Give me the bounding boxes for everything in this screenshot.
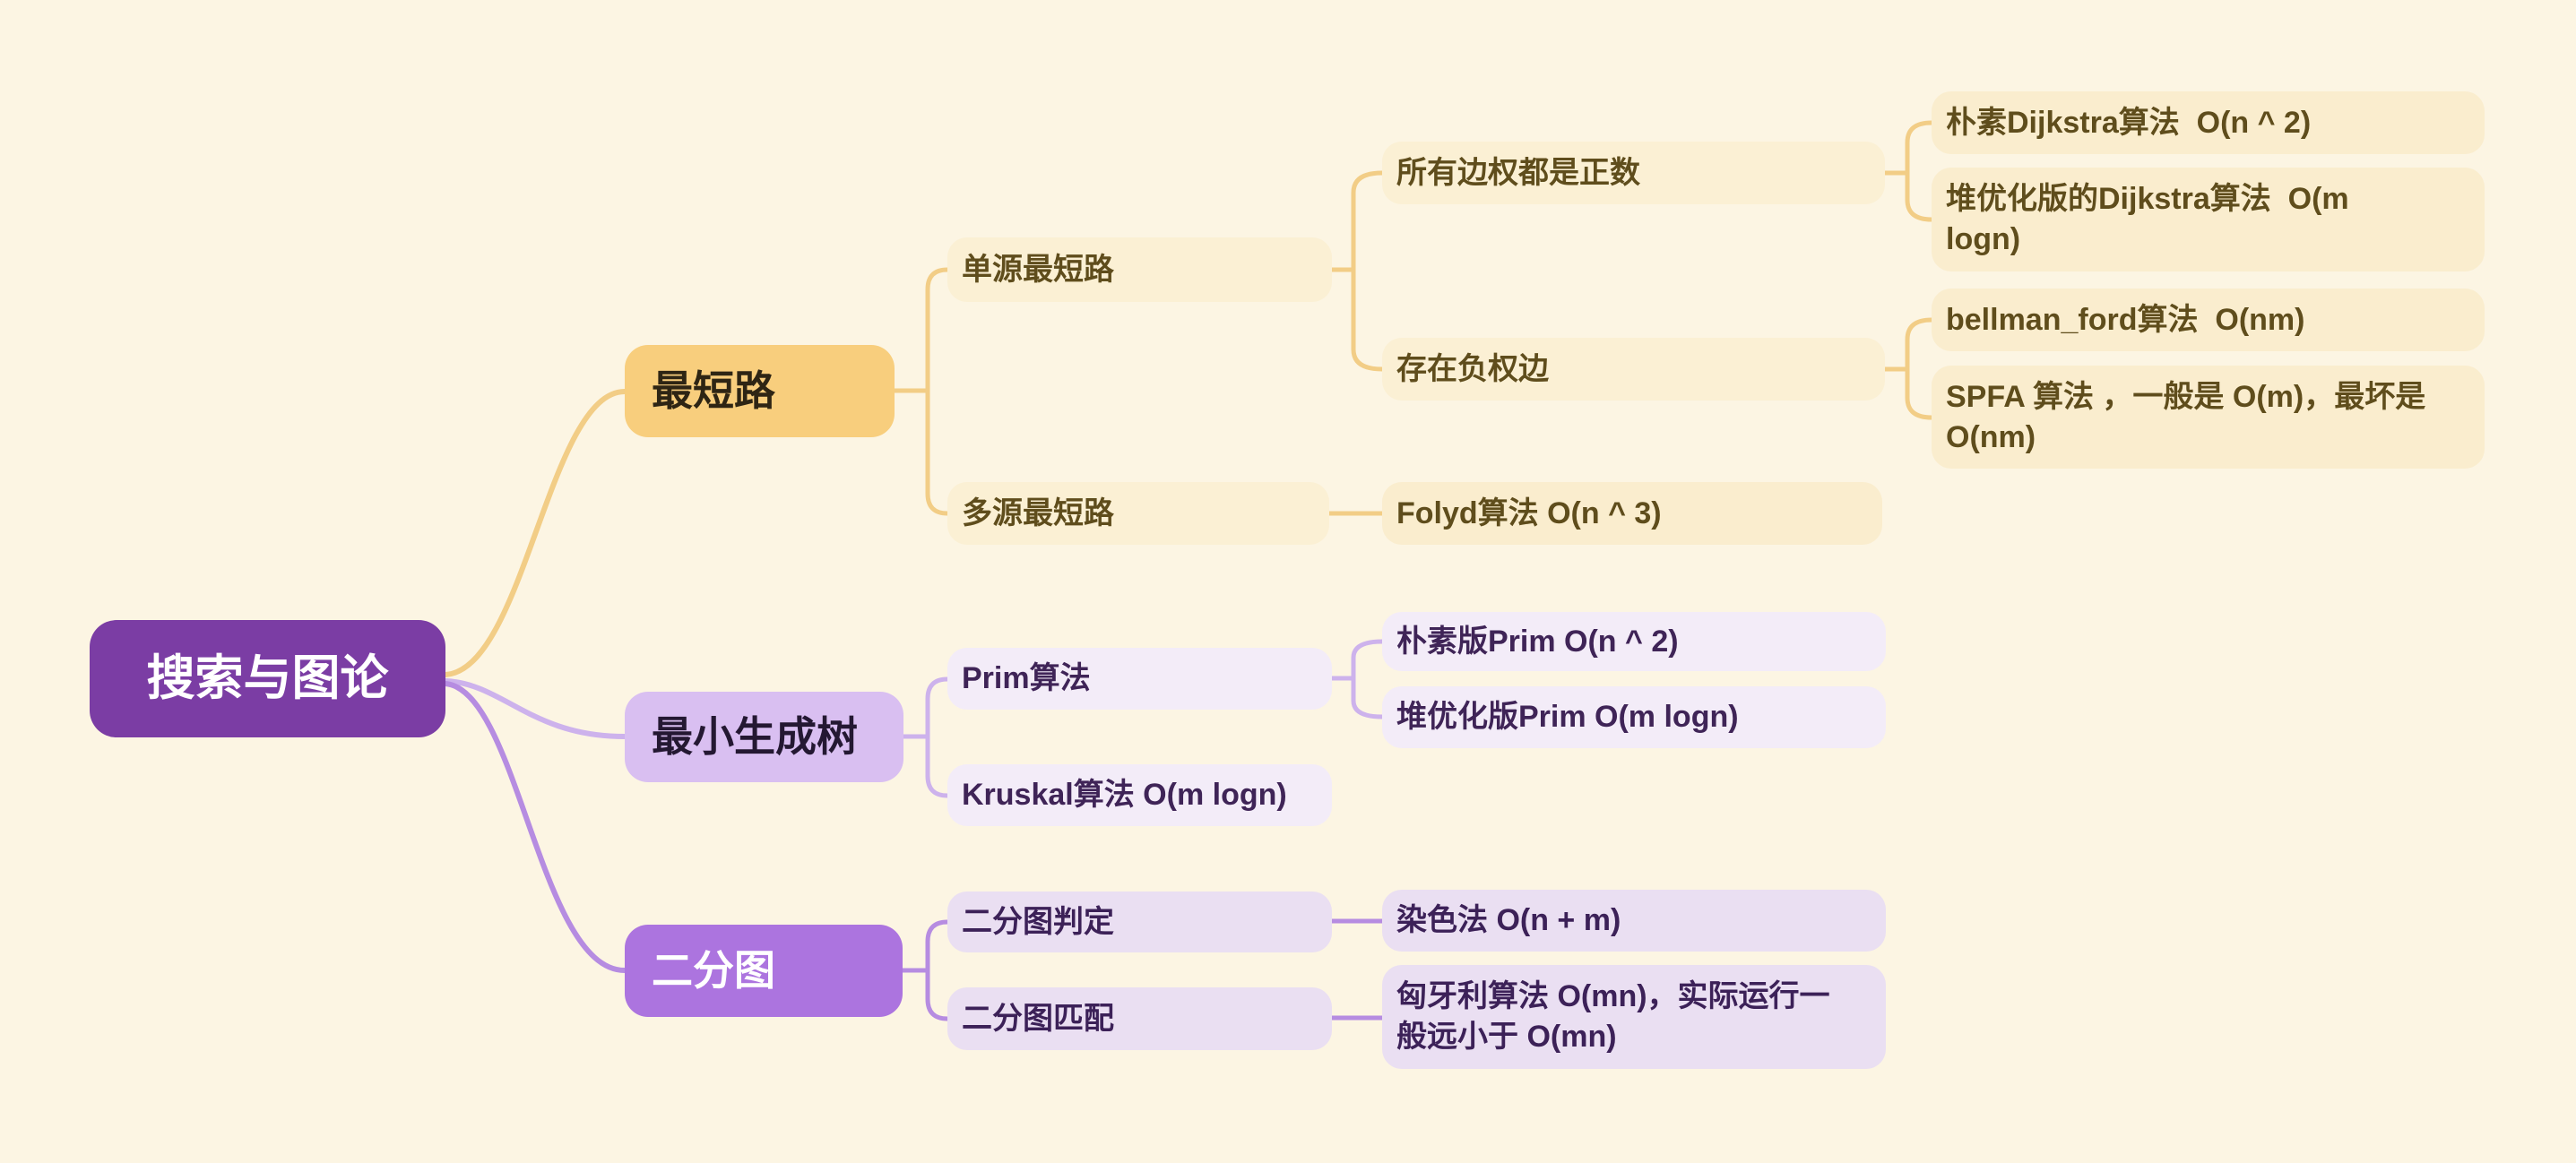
edge-bracket-negative-edges bbox=[1905, 317, 1934, 420]
leaf-node-heap-optimized-prim[interactable]: 堆优化版Prim O(m logn) bbox=[1382, 686, 1886, 748]
topic-node-prim-algorithm[interactable]: Prim算法 bbox=[947, 648, 1332, 710]
topic-node-kruskal-algorithm[interactable]: Kruskal算法 O(m logn) bbox=[947, 764, 1332, 826]
topic-node-multi-source-shortest-path[interactable]: 多源最短路 bbox=[947, 482, 1329, 545]
leaf-node-naive-prim[interactable]: 朴素版Prim O(n ^ 2) bbox=[1382, 612, 1886, 671]
topic-node-bipartite-check[interactable]: 二分图判定 bbox=[947, 892, 1332, 952]
edge-bracket-bipartite bbox=[925, 919, 950, 1021]
topic-node-single-source-shortest-path[interactable]: 单源最短路 bbox=[947, 237, 1332, 302]
edge-root-bipartite bbox=[443, 681, 627, 973]
branch-node-bipartite-graph[interactable]: 二分图 bbox=[625, 925, 903, 1017]
edge-bracket-single-source bbox=[1351, 170, 1385, 372]
topic-node-negative-edges-exist[interactable]: 存在负权边 bbox=[1382, 338, 1885, 401]
root-node-search-and-graph-theory[interactable]: 搜索与图论 bbox=[90, 620, 445, 737]
edge-root-shortest-path bbox=[443, 389, 627, 677]
leaf-node-bellman-ford[interactable]: bellman_ford算法 O(nm) bbox=[1932, 289, 2485, 351]
leaf-node-heap-optimized-dijkstra[interactable]: 堆优化版的Dijkstra算法 O(m logn) bbox=[1932, 168, 2485, 271]
edge-bracket-prim bbox=[1351, 639, 1385, 719]
leaf-node-naive-dijkstra[interactable]: 朴素Dijkstra算法 O(n ^ 2) bbox=[1932, 91, 2485, 154]
branch-node-shortest-path[interactable]: 最短路 bbox=[625, 345, 895, 437]
edge-root-mst bbox=[443, 678, 627, 739]
leaf-node-spfa[interactable]: SPFA 算法 ，一般是 O(m)，最坏是 O(nm) bbox=[1932, 366, 2485, 469]
branch-node-minimum-spanning-tree[interactable]: 最小生成树 bbox=[625, 692, 903, 782]
topic-node-bipartite-matching[interactable]: 二分图匹配 bbox=[947, 987, 1332, 1050]
leaf-node-floyd[interactable]: Folyd算法 O(n ^ 3) bbox=[1382, 482, 1882, 545]
edge-bracket-positive-weights bbox=[1905, 120, 1934, 222]
leaf-node-coloring-method[interactable]: 染色法 O(n + m) bbox=[1382, 890, 1886, 952]
leaf-node-hungarian-algorithm[interactable]: 匈牙利算法 O(mn)，实际运行一 般远小于 O(mn) bbox=[1382, 965, 1886, 1069]
topic-node-all-positive-edge-weights[interactable]: 所有边权都是正数 bbox=[1382, 142, 1885, 204]
edge-bracket-shortest-path bbox=[925, 267, 950, 516]
edge-bracket-mst bbox=[925, 676, 950, 798]
